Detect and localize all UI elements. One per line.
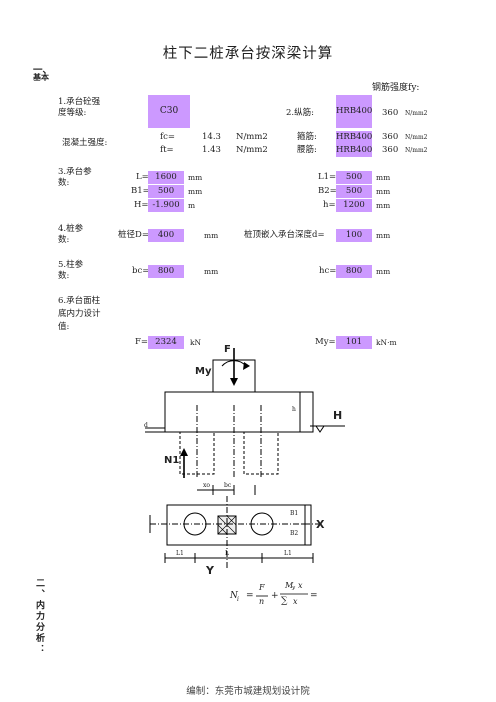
h-label: h= <box>323 200 336 210</box>
F-label: F= <box>135 337 149 347</box>
My-value[interactable]: 101 <box>336 336 372 349</box>
stirrup-fy: 360 <box>382 132 399 142</box>
B2-value[interactable]: 500 <box>336 185 372 198</box>
concrete-strength-label: 混凝土强度: <box>62 138 108 148</box>
concrete-grade-label: 1.承台砼强度等级: <box>58 97 101 118</box>
hc-label: hc= <box>319 266 337 276</box>
longitudinal-rebar-unit: N/mm2 <box>405 110 428 117</box>
column-params-label: 5.柱参数: <box>58 260 84 281</box>
longitudinal-rebar-label: 2.纵筋: <box>286 108 314 118</box>
stirrup-label: 箍筋: <box>297 132 317 142</box>
waist-rebar-fy: 360 <box>382 145 399 155</box>
hc-value[interactable]: 800 <box>336 265 372 278</box>
H-value[interactable]: -1.900 <box>148 199 184 212</box>
diagram-F-label: F <box>224 344 231 355</box>
diagram-d-label: d <box>144 422 148 429</box>
diagram-L1-left-label: L1 <box>176 550 184 557</box>
diagram-xo-label: xo <box>203 482 210 489</box>
diagram-bc-label: bc <box>224 482 232 489</box>
internal-force-label: 6.承台面柱底内力设计值: <box>58 296 101 332</box>
My-label: My= <box>315 337 336 347</box>
diagram-h-label: h <box>292 406 296 413</box>
L1-unit: mm <box>376 173 391 182</box>
longitudinal-rebar-fy: 360 <box>382 108 399 118</box>
diagram-B2-label: B2 <box>290 530 299 537</box>
ft-unit: N/mm2 <box>236 145 268 155</box>
cap-params-label: 3.承台参数: <box>58 167 92 187</box>
formula-n: n <box>259 597 265 606</box>
bc-label: bc= <box>132 266 150 276</box>
F-unit: kN <box>190 338 202 347</box>
F-value[interactable]: 2324 <box>148 336 184 349</box>
diagram-B1-label: B1 <box>290 510 299 517</box>
formula-tail: = <box>310 591 318 601</box>
bc-value[interactable]: 800 <box>148 265 184 278</box>
ft-label: ft= <box>160 145 174 155</box>
formula-sum: ∑ <box>281 596 288 606</box>
ft-value: 1.43 <box>202 145 221 155</box>
waist-rebar-grade[interactable]: HRB400 <box>336 144 373 157</box>
pile-params-label: 4.桩参数: <box>58 224 84 245</box>
waist-rebar-unit: N/mm2 <box>405 147 428 154</box>
section-1-label: 一、 <box>33 65 53 76</box>
formula-N: N <box>230 591 238 601</box>
embed-depth-unit: mm <box>376 231 391 240</box>
concrete-grade-value[interactable]: C30 <box>148 95 190 128</box>
h-value[interactable]: 1200 <box>336 199 372 212</box>
fc-label: fc= <box>160 132 176 142</box>
formula-M: M <box>285 581 294 590</box>
fc-value: 14.3 <box>202 132 221 142</box>
B2-unit: mm <box>376 187 391 196</box>
diagram-N1-label: N1 <box>164 455 180 466</box>
waist-rebar-label: 腰筋: <box>297 145 317 155</box>
hc-unit: mm <box>376 267 391 276</box>
B1-unit: mm <box>188 187 203 196</box>
footer-credit: 编制：东莞市城建规划设计院 <box>186 686 310 697</box>
bc-unit: mm <box>204 267 219 276</box>
diagram-L1-right-label: L1 <box>284 550 292 557</box>
embed-depth-value[interactable]: 100 <box>336 229 372 242</box>
L1-value[interactable]: 500 <box>336 171 372 184</box>
H-label: H= <box>134 200 149 210</box>
pile-diameter-label: 桩径D= <box>118 230 149 240</box>
section-2-label: 二、内力分析： <box>34 578 44 655</box>
formula-F: F <box>259 583 265 592</box>
B1-label: B1= <box>131 186 150 196</box>
page-title: 柱下二桩承台按深梁计算 <box>162 46 334 62</box>
h-unit: mm <box>376 201 391 210</box>
diagram-X-label: X <box>316 518 325 531</box>
L-label: L= <box>136 172 149 182</box>
fc-unit: N/mm2 <box>236 132 268 142</box>
formula-i: i <box>237 596 239 603</box>
L-value[interactable]: 1600 <box>148 171 184 184</box>
formula-plus: + <box>271 591 279 601</box>
diagram-L-label: L <box>225 550 229 557</box>
diagram-My-label: My <box>195 366 212 377</box>
embed-depth-label: 桩顶嵌入承台深度d= <box>244 230 325 240</box>
section-1-sub: 基本 <box>33 73 49 82</box>
pile-diameter-unit: mm <box>204 231 219 240</box>
B2-label: B2= <box>318 186 337 196</box>
stirrup-grade[interactable]: HRB400 <box>336 131 373 144</box>
steel-strength-label: 钢筋强度fy: <box>372 83 420 93</box>
formula-eq: = <box>246 591 254 601</box>
pile-diameter-value[interactable]: 400 <box>148 229 184 242</box>
diagram-H-label: H <box>333 409 343 422</box>
stirrup-unit: N/mm2 <box>405 134 428 141</box>
L1-label: L1= <box>318 172 337 182</box>
formula-xi2: x <box>293 597 298 606</box>
diagram-Y-label: Y <box>206 564 214 577</box>
L-unit: mm <box>188 173 203 182</box>
My-unit: kN·m <box>376 338 397 347</box>
B1-value[interactable]: 500 <box>148 185 184 198</box>
formula-xi: x <box>298 581 303 590</box>
H-unit: m <box>188 201 196 210</box>
formula-y: y <box>292 585 296 591</box>
longitudinal-rebar-grade[interactable]: HRB400 <box>336 95 372 128</box>
